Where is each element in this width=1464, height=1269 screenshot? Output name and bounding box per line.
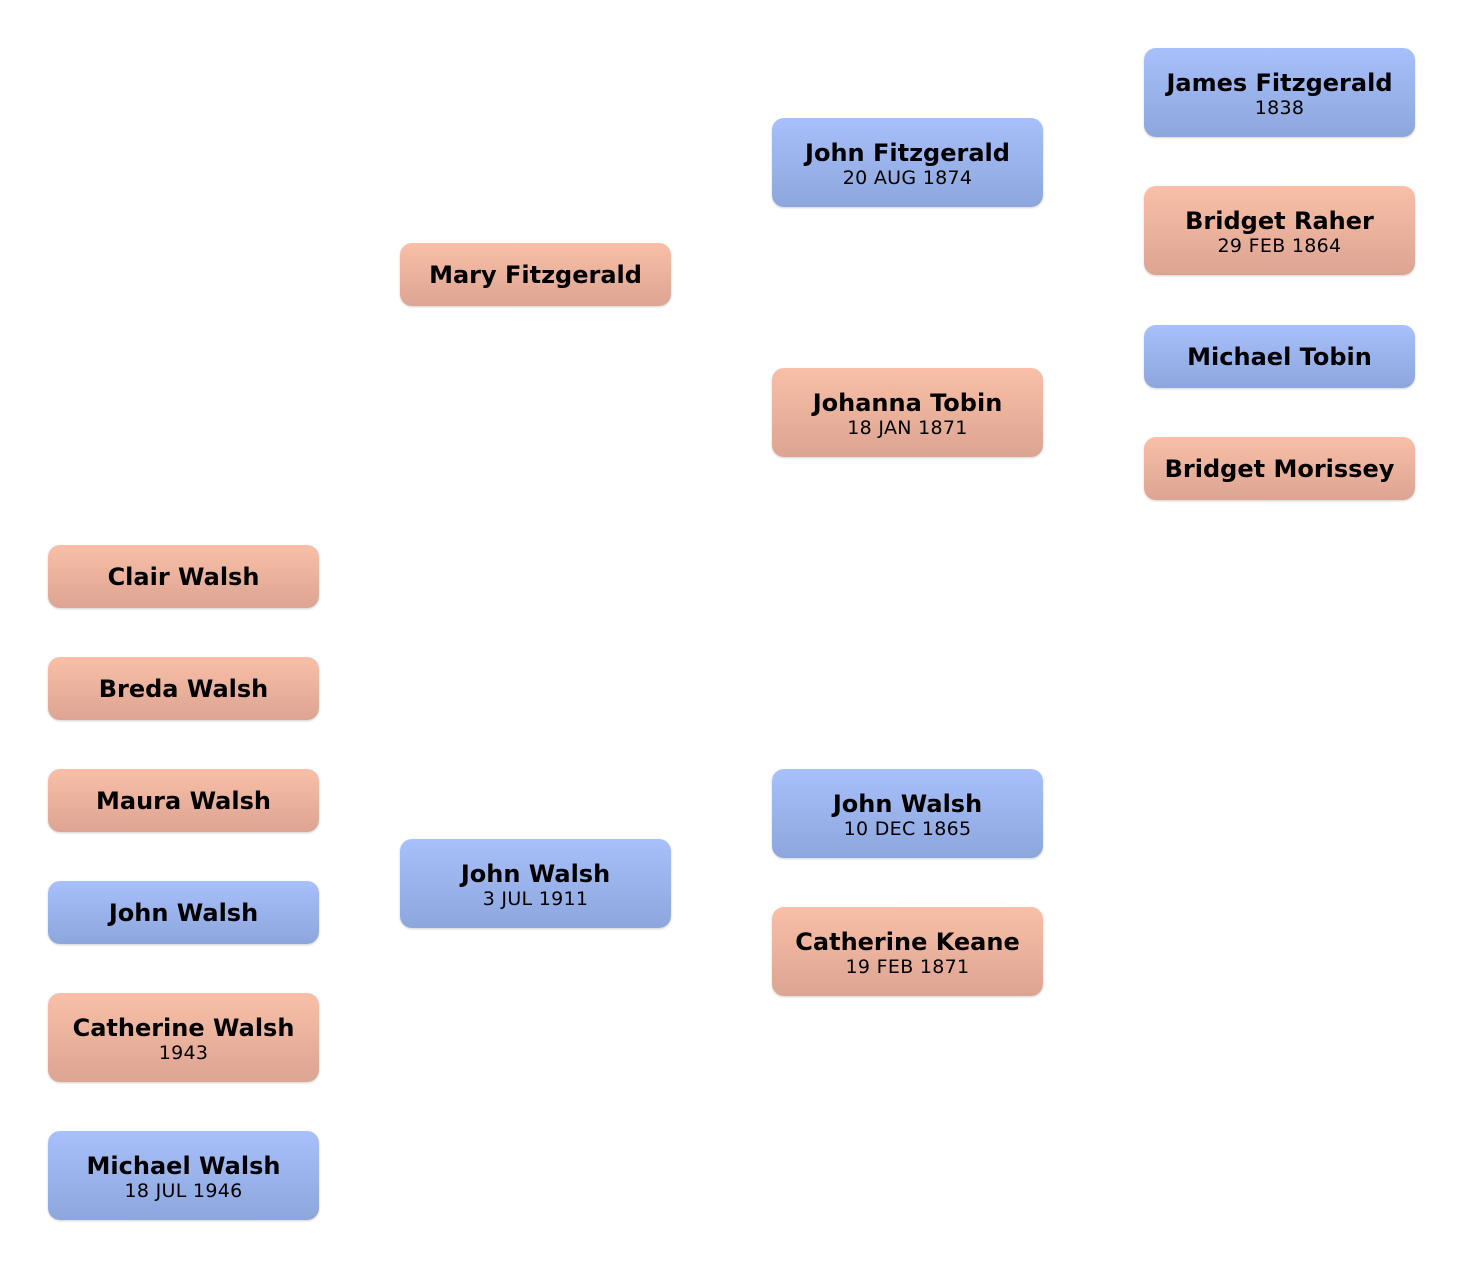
person-date: 10 DEC 1865: [843, 818, 972, 840]
person-name: Catherine Walsh: [72, 1014, 295, 1042]
person-name: Bridget Morissey: [1164, 454, 1395, 483]
person-name: Mary Fitzgerald: [429, 260, 642, 289]
person-card-john-walsh-grandfather[interactable]: John Walsh 10 DEC 1865: [772, 769, 1043, 858]
person-date: 1838: [1254, 97, 1305, 119]
person-name: Johanna Tobin: [812, 389, 1003, 417]
person-name: John Fitzgerald: [805, 139, 1010, 167]
person-date: 20 AUG 1874: [842, 167, 973, 189]
person-card-john-walsh-father[interactable]: John Walsh 3 JUL 1911: [400, 839, 671, 928]
person-card-michael-walsh[interactable]: Michael Walsh 18 JUL 1946: [48, 1131, 319, 1220]
person-name: Catherine Keane: [795, 928, 1020, 956]
person-name: Bridget Raher: [1185, 207, 1374, 235]
person-card-catherine-walsh[interactable]: Catherine Walsh 1943: [48, 993, 319, 1082]
person-date: 18 JUL 1946: [124, 1180, 243, 1202]
person-card-john-fitzgerald[interactable]: John Fitzgerald 20 AUG 1874: [772, 118, 1043, 207]
person-card-michael-tobin[interactable]: Michael Tobin: [1144, 325, 1415, 388]
person-name: John Walsh: [108, 898, 259, 927]
person-card-johanna-tobin[interactable]: Johanna Tobin 18 JAN 1871: [772, 368, 1043, 457]
person-name: Michael Walsh: [86, 1152, 281, 1180]
person-name: Michael Tobin: [1187, 342, 1372, 371]
person-card-john-walsh-child[interactable]: John Walsh: [48, 881, 319, 944]
person-date: 1943: [158, 1042, 209, 1064]
person-date: 29 FEB 1864: [1217, 235, 1342, 257]
person-card-clair-walsh[interactable]: Clair Walsh: [48, 545, 319, 608]
person-name: John Walsh: [460, 860, 611, 888]
person-card-james-fitzgerald[interactable]: James Fitzgerald 1838: [1144, 48, 1415, 137]
person-card-mary-fitzgerald[interactable]: Mary Fitzgerald: [400, 243, 671, 306]
person-date: 3 JUL 1911: [482, 888, 589, 910]
person-name: James Fitzgerald: [1166, 69, 1393, 97]
person-name: John Walsh: [832, 790, 983, 818]
person-card-maura-walsh[interactable]: Maura Walsh: [48, 769, 319, 832]
person-name: Maura Walsh: [96, 786, 271, 815]
person-card-bridget-morissey[interactable]: Bridget Morissey: [1144, 437, 1415, 500]
person-card-bridget-raher[interactable]: Bridget Raher 29 FEB 1864: [1144, 186, 1415, 275]
person-name: Breda Walsh: [98, 674, 269, 703]
person-date: 18 JAN 1871: [847, 417, 968, 439]
person-date: 19 FEB 1871: [845, 956, 970, 978]
person-card-catherine-keane[interactable]: Catherine Keane 19 FEB 1871: [772, 907, 1043, 996]
person-name: Clair Walsh: [107, 562, 260, 591]
person-card-breda-walsh[interactable]: Breda Walsh: [48, 657, 319, 720]
